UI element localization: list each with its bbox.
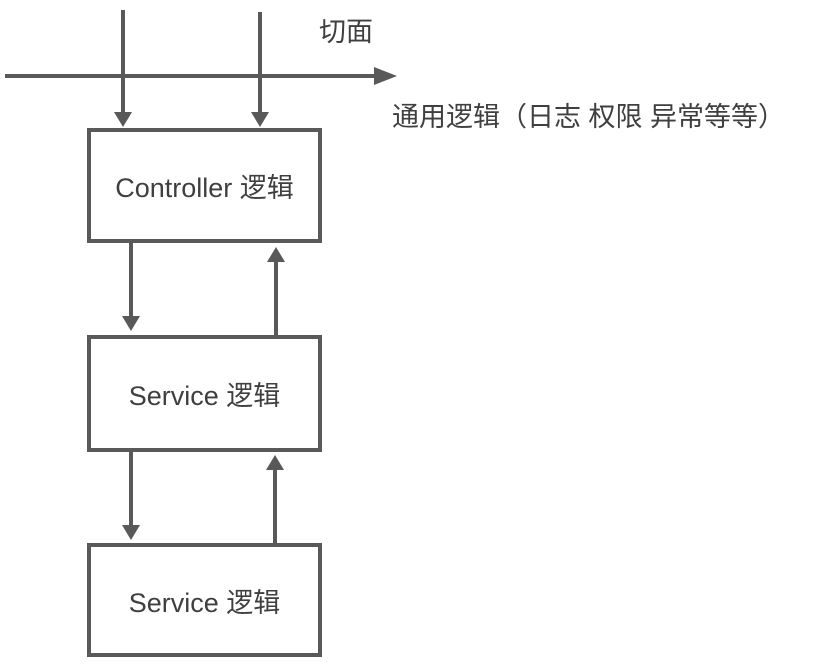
controller-to-service-arrowhead-icon (122, 316, 140, 331)
service-box-1-label: Service 逻辑 (128, 381, 281, 411)
service2-to-service-arrow (273, 469, 277, 543)
aspect-label: 切面 (319, 17, 373, 47)
service-to-service2-arrow (129, 452, 133, 526)
service-box-2-label: Service 逻辑 (128, 587, 281, 618)
common-logic-label: 通用逻辑（日志 权限 异常等等） (392, 102, 786, 132)
aspect-line (5, 74, 375, 78)
service-to-controller-arrowhead-icon (267, 247, 285, 262)
service-box-1: Service 逻辑 (87, 335, 322, 452)
controller-to-service-arrow (129, 243, 133, 317)
incoming-request-arrowhead-2-icon (251, 112, 269, 127)
aspect-arrowhead-right-icon (374, 67, 397, 85)
controller-box: Controller 逻辑 (87, 128, 322, 243)
service-box-2: Service 逻辑 (87, 543, 322, 657)
service2-to-service-arrowhead-icon (266, 455, 284, 470)
incoming-request-arrow-2 (258, 12, 262, 113)
incoming-request-arrowhead-1-icon (114, 112, 132, 127)
service-to-controller-arrow (274, 261, 278, 335)
service-to-service2-arrowhead-icon (122, 525, 140, 540)
incoming-request-arrow-1 (121, 10, 125, 113)
controller-box-label: Controller 逻辑 (115, 173, 294, 203)
